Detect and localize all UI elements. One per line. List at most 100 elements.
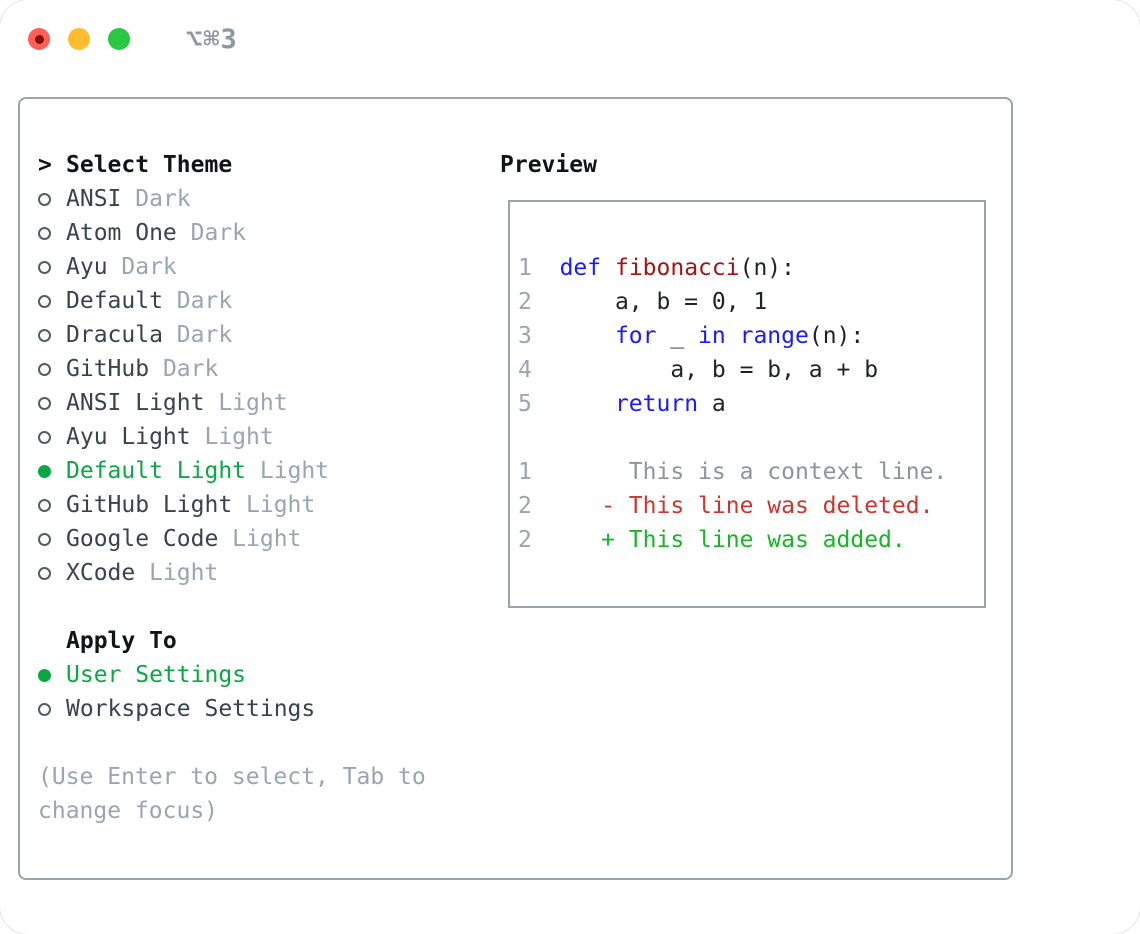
line-number: 4 [518,357,532,383]
theme-variant-tag: Dark [162,356,219,382]
theme-name: Ayu Light [66,424,205,450]
code-token: a [698,391,726,417]
theme-variant-tag: Light [218,390,288,416]
theme-option[interactable]: GitHub Light Light [38,488,478,522]
radio-icon [38,532,51,546]
prompt-marker: > [38,152,66,178]
gap [532,323,560,349]
line-number: 1 [518,459,532,485]
radio-icon [38,566,51,580]
radio-icon [38,226,51,240]
radio-icon [38,430,51,444]
titlebar: ⌥⌘3 [28,24,238,55]
apply-option-label: User Settings [66,662,247,688]
code-line: 3 for _ in range(n): [518,319,984,353]
theme-variant-tag: Dark [176,322,233,348]
radio-marker [38,464,66,478]
radio-marker [38,532,66,546]
select-theme-label: Select Theme [66,152,233,178]
radio-icon [38,498,51,512]
apply-option[interactable]: User Settings [38,658,478,692]
radio-marker [38,226,66,240]
gap [532,357,560,383]
theme-option[interactable]: Ayu Dark [38,250,478,284]
line-number: 2 [518,493,532,519]
apply-option-label: Workspace Settings [66,696,316,722]
line-number: 2 [518,289,532,315]
radio-icon [38,294,51,308]
radio-marker [38,396,66,410]
code-token: in [698,323,726,349]
preview-label: Preview [500,152,597,178]
radio-icon [38,260,51,274]
maximize-button[interactable] [108,28,130,50]
code-token: def [559,255,602,281]
theme-option[interactable]: Atom One Dark [38,216,478,250]
theme-variant-tag: Dark [135,186,191,212]
theme-option[interactable]: Dracula Dark [38,318,478,352]
theme-option[interactable]: ANSI Light Light [38,386,478,420]
theme-option[interactable]: Google Code Light [38,522,478,556]
theme-name: Google Code [66,526,233,552]
theme-name: ANSI Light [66,390,219,416]
theme-name: GitHub Light [66,492,247,518]
theme-option[interactable]: XCode Light [38,556,478,590]
preview-blank-line [518,421,984,455]
theme-name: Default [66,288,177,314]
gap [532,391,560,417]
radio-marker [38,668,66,682]
radio-selected-icon [38,464,51,478]
theme-name: Dracula [66,322,177,348]
line-number: 3 [518,323,532,349]
theme-variant-tag: Dark [190,220,247,246]
code-token [601,255,615,281]
prompt-caret-icon: > [38,152,52,178]
gap [532,289,560,315]
code-token [560,323,615,349]
code-token: (n): [808,323,865,349]
diff-line: 1 This is a context line. [518,455,984,489]
code-token: _ [656,323,699,349]
close-button[interactable] [28,28,50,50]
diff-line: 2 + This line was added. [518,523,984,557]
radio-icon [38,702,51,716]
modified-indicator-icon [34,34,44,44]
code-token [726,323,740,349]
minimize-button[interactable] [68,28,90,50]
theme-option[interactable]: GitHub Dark [38,352,478,386]
radio-selected-icon [38,668,51,682]
code-line: 5 return a [518,387,984,421]
theme-option[interactable]: Default Dark [38,284,478,318]
theme-option[interactable]: ANSI Dark [38,182,478,216]
radio-icon [38,328,51,342]
theme-name: ANSI [66,186,136,212]
radio-marker [38,362,66,376]
section-gap [38,590,478,624]
radio-icon [38,362,51,376]
gap [532,255,560,281]
window-title: ⌥⌘3 [186,23,238,55]
hint-text: (Use Enter to select, Tab to change focu… [38,764,440,824]
theme-option[interactable]: Ayu Light Light [38,420,478,454]
diff-preview: 1 This is a context line.2 - This line w… [518,455,984,557]
code-line: 2 a, b = 0, 1 [518,285,984,319]
code-token: (n): [739,255,795,281]
radio-marker [38,192,66,206]
theme-variant-tag: Light [259,458,330,484]
code-line: 1 def fibonacci(n): [518,251,984,285]
theme-variant-tag: Dark [121,254,177,280]
line-number: 5 [518,391,532,417]
theme-variant-tag: Light [149,560,219,586]
theme-name: GitHub [66,356,163,382]
apply-option[interactable]: Workspace Settings [38,692,478,726]
diff-text: + This line was added. [531,527,906,553]
apply-to-header: Apply To [38,624,478,658]
theme-option[interactable]: Default Light Light [38,454,478,488]
theme-variant-tag: Light [232,526,302,552]
code-token: return [614,391,699,417]
